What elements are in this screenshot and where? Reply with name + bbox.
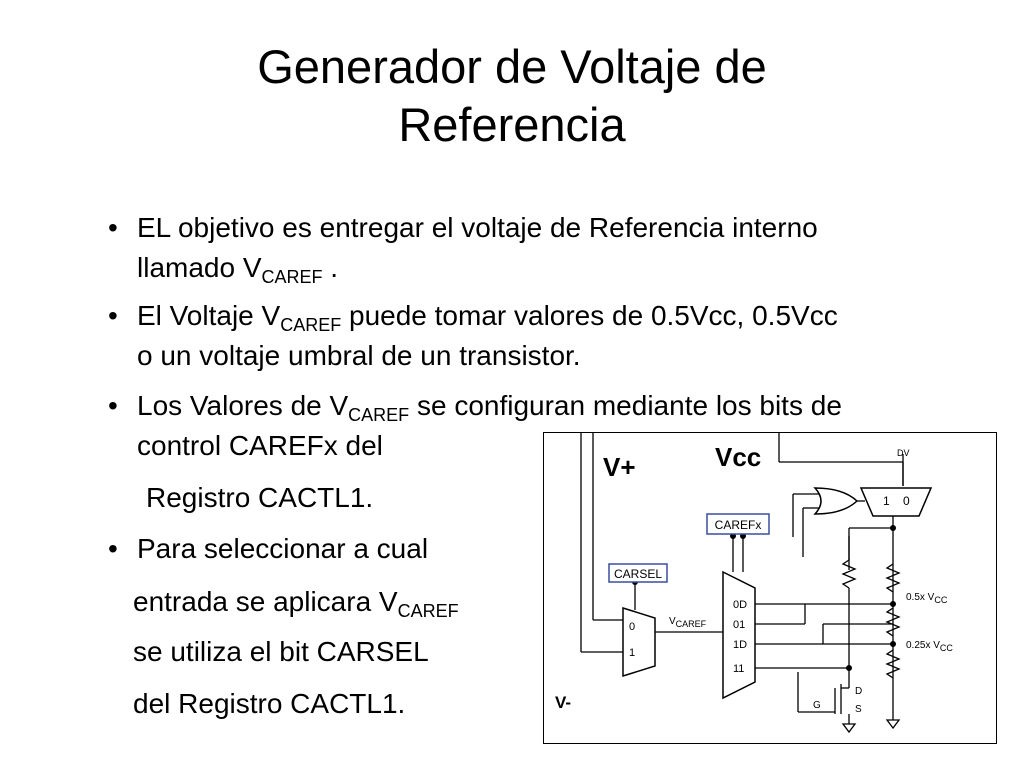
caref-mux bbox=[722, 570, 756, 700]
input-mux bbox=[622, 606, 656, 678]
vcaref-label: VCAREF bbox=[669, 616, 707, 629]
mux4-in-3: 11 bbox=[733, 663, 744, 675]
bullet-4-line-4: del Registro CACTL1. bbox=[133, 688, 406, 719]
bullet-2-line-1: El Voltaje VCAREF puede tomar valores de… bbox=[137, 300, 838, 335]
bullet-marker: • bbox=[108, 300, 118, 331]
bullet-4-line-2: entrada se aplicara VCAREF bbox=[133, 586, 459, 621]
input-mux-in-1: 1 bbox=[629, 647, 635, 659]
v-minus-label: V- bbox=[555, 693, 571, 712]
carefx-label: CAREFx bbox=[715, 518, 762, 532]
drain-label: D bbox=[855, 686, 862, 697]
bullet-marker: • bbox=[108, 212, 118, 243]
carefx-box bbox=[706, 513, 770, 535]
v-plus-label: V+ bbox=[603, 452, 636, 482]
bullet-marker: • bbox=[108, 533, 118, 564]
ground-symbols bbox=[841, 719, 901, 734]
mux4-in-2: 1D bbox=[733, 639, 747, 651]
or-gate bbox=[813, 487, 859, 515]
bullet-3-line-2: control CAREFx del bbox=[137, 430, 383, 461]
input-mux-in-0: 0 bbox=[629, 621, 635, 633]
bullet-2-line-2: o un voltaje umbral de un transistor. bbox=[137, 340, 581, 371]
title-line-1: Generador de Voltaje de bbox=[257, 40, 767, 93]
diagram-frame bbox=[543, 432, 997, 744]
dv-label: DV bbox=[897, 448, 910, 458]
mux-top-in-1: 1 bbox=[883, 494, 890, 508]
mux4-in-0: 0D bbox=[733, 599, 747, 611]
vcc-label: Vcc bbox=[715, 442, 761, 472]
bullet-1-line-2: llamado VCAREF . bbox=[137, 252, 339, 287]
half-vcc-label: 0.5x VCC bbox=[906, 592, 948, 605]
mux4-in-1: 01 bbox=[733, 619, 745, 631]
title-line-2: Referencia bbox=[398, 98, 626, 151]
slide-title: Generador de Voltaje de Referencia bbox=[0, 38, 1024, 154]
bullet-1-line-1: EL objetivo es entregar el voltaje de Re… bbox=[137, 212, 818, 243]
carsel-box bbox=[608, 563, 668, 583]
mux-top-in-0: 0 bbox=[903, 494, 910, 508]
quarter-vcc-label: 0.25x VCC bbox=[906, 640, 953, 653]
gate-label: G bbox=[813, 700, 821, 711]
bullet-4-line-1: Para seleccionar a cual bbox=[137, 533, 429, 564]
bullet-marker: • bbox=[108, 390, 118, 421]
bullet-4-line-3: se utiliza el bit CARSEL bbox=[133, 636, 429, 667]
caref-circuit-diagram: V+ Vcc DV V- CAREFx CARSEL 1 0 0 1 VCARE… bbox=[543, 432, 997, 744]
wires bbox=[580, 432, 904, 724]
bullet-3-line-3: Registro CACTL1. bbox=[146, 482, 374, 513]
top-mux bbox=[859, 487, 933, 517]
resistors bbox=[841, 559, 901, 679]
bullet-3-line-1: Los Valores de VCAREF se configuran medi… bbox=[137, 390, 842, 425]
source-label: S bbox=[855, 704, 862, 715]
carsel-label: CARSEL bbox=[614, 567, 662, 581]
